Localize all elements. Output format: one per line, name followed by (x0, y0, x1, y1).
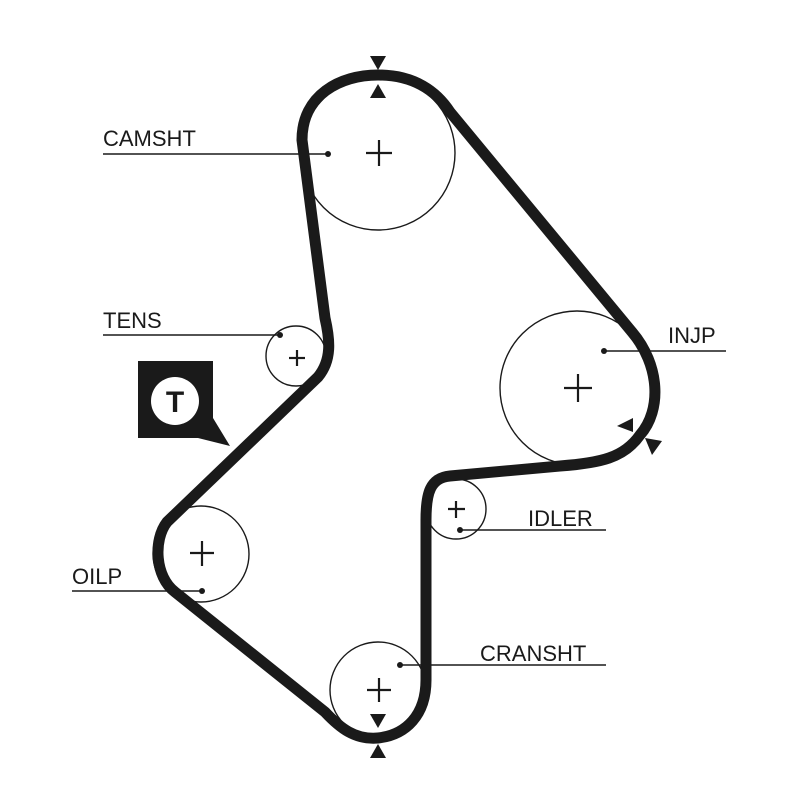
tensioner-leader (103, 332, 283, 338)
tensioner-badge-letter: T (166, 386, 184, 419)
crankshaft-timing-mark-inner-icon (370, 714, 386, 728)
oil-pump-center-cross (190, 541, 214, 566)
crankshaft-label: CRANSHT (480, 641, 586, 666)
camshaft-center-cross (366, 140, 392, 166)
injection-pump-center-cross (564, 374, 592, 402)
idler-leader (457, 527, 606, 533)
injection-pump-label: INJP (668, 323, 716, 348)
injection-pump-timing-mark-outer-icon (645, 438, 662, 455)
timing-belt (152, 69, 661, 744)
camshaft-timing-mark-top-icon (370, 56, 386, 70)
oil-pump-label: OILP (72, 564, 122, 589)
camshaft-timing-mark-inner-icon (370, 84, 386, 98)
camshaft-label: CAMSHT (103, 126, 196, 151)
injection-pump-timing-mark-inner-icon (617, 418, 633, 432)
tensioner-center-cross (289, 350, 305, 366)
idler-center-cross (448, 501, 465, 518)
oil-pump-leader (72, 588, 205, 594)
injection-pump-leader (601, 348, 726, 354)
crankshaft-timing-mark-bottom-icon (370, 744, 386, 758)
crankshaft-center-cross (367, 678, 391, 702)
crankshaft-leader (397, 662, 606, 668)
tensioner-label: TENS (103, 308, 162, 333)
idler-label: IDLER (528, 506, 593, 531)
tensioner-badge-icon: T (138, 361, 230, 446)
camshaft-leader (103, 151, 331, 157)
